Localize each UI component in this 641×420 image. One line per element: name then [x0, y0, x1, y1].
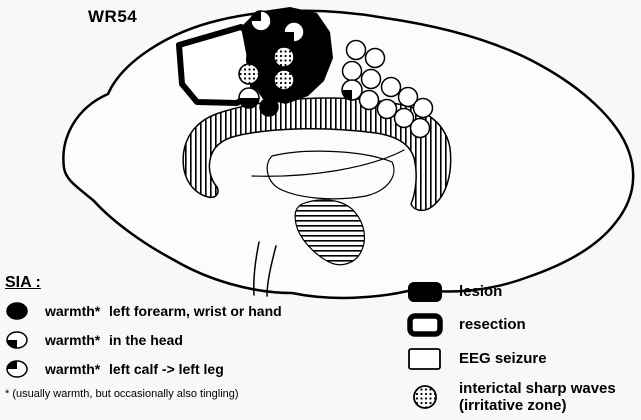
sia-item-head: warmth* in the head: [5, 330, 335, 350]
sia-marker-forearm: [259, 97, 279, 117]
sia-marker-head: [238, 87, 260, 109]
sia-location: in the head: [109, 332, 183, 348]
fornix-line: [251, 149, 405, 177]
sia-item-forearm: warmth* left forearm, wrist or hand: [5, 301, 335, 321]
sia-site-markers: [238, 10, 363, 117]
legend-item-lesion: lesion: [405, 280, 637, 304]
eeg-electrode: [345, 39, 367, 61]
eeg-electrode: [376, 98, 398, 120]
sia-sensation: warmth*: [45, 361, 101, 377]
stem-line-left: [253, 241, 260, 296]
legend-label: interictal sharp waves (irritative zone): [459, 380, 616, 415]
eeg-electrode: [358, 89, 380, 111]
eeg-electrode: [341, 60, 363, 82]
solid-circle-icon: [6, 302, 28, 320]
sia-location: left forearm, wrist or hand: [109, 303, 282, 319]
brainstem: [294, 199, 365, 266]
eeg-seizure-electrodes: [341, 39, 434, 139]
eeg-electrode: [393, 107, 415, 129]
eeg-electrode: [380, 76, 402, 98]
thalamus-outline: [266, 150, 395, 200]
interictal-swatch-icon: [405, 383, 445, 411]
legend-label-line2: (irritative zone): [459, 397, 567, 415]
sia-heading: SIA :: [5, 274, 41, 291]
legend-label: resection: [459, 316, 526, 334]
sia-marker-calf: [250, 10, 272, 32]
sia-item-calf: warmth* left calf -> left leg: [5, 359, 335, 379]
interictal-sites: [238, 46, 295, 91]
sia-sensation: warmth*: [45, 303, 101, 319]
eeg-electrode: [412, 97, 434, 119]
stem-line-right: [266, 245, 277, 297]
quarter-circle-bottom-left-icon: [6, 331, 28, 349]
interictal-site: [273, 69, 295, 91]
legend-label-line1: interictal sharp waves: [459, 380, 616, 397]
interictal-site: [238, 63, 260, 85]
quarter-circle-top-left-icon: [6, 360, 28, 378]
sia-legend: SIA : warmth* left forearm, wrist or han…: [5, 274, 335, 400]
legend-label: lesion: [459, 283, 503, 301]
eeg-electrode: [360, 68, 382, 90]
sia-marker-head: [283, 21, 305, 43]
interictal-site: [273, 46, 295, 68]
eeg-seizure-swatch-icon: [405, 346, 445, 372]
legend-label: EEG seizure: [459, 350, 547, 368]
figure-title: WR54: [88, 7, 138, 26]
legend-item-resection: resection: [405, 312, 637, 338]
sia-location: left calf -> left leg: [109, 361, 224, 377]
legend-item-interictal: interictal sharp waves (irritative zone): [405, 380, 637, 415]
eeg-electrode: [364, 47, 386, 69]
eeg-electrode: [409, 117, 431, 139]
sia-sensation: warmth*: [45, 332, 101, 348]
lesion-swatch-icon: [405, 280, 445, 304]
eeg-electrode: [397, 86, 419, 108]
resection-swatch-icon: [405, 312, 445, 338]
legend-item-eeg-seizure: EEG seizure: [405, 346, 637, 372]
map-legend: lesion resection EEG seizure: [405, 280, 637, 420]
sia-marker-head: [341, 79, 363, 101]
sia-footnote: * (usually warmth, but occasionally also…: [5, 388, 239, 400]
